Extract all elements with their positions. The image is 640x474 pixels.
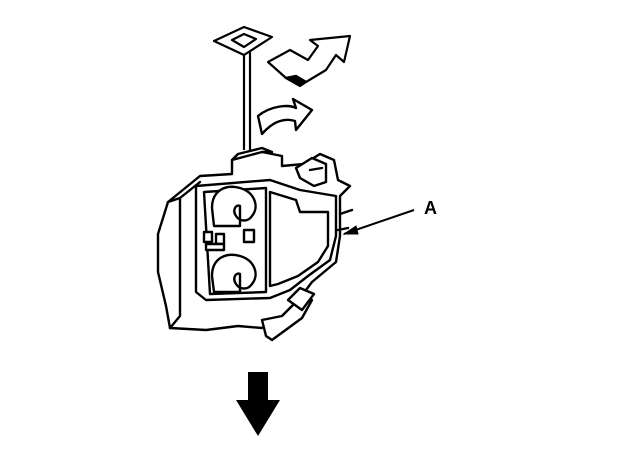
connector-body (156, 146, 354, 342)
arrow-down-icon (236, 372, 280, 436)
bent-arrow-icon (266, 34, 352, 88)
curved-arrow-icon (256, 97, 314, 136)
release-tab-icon (212, 25, 274, 150)
callout-label-a: A (424, 198, 437, 218)
callout-a: A (342, 198, 437, 235)
